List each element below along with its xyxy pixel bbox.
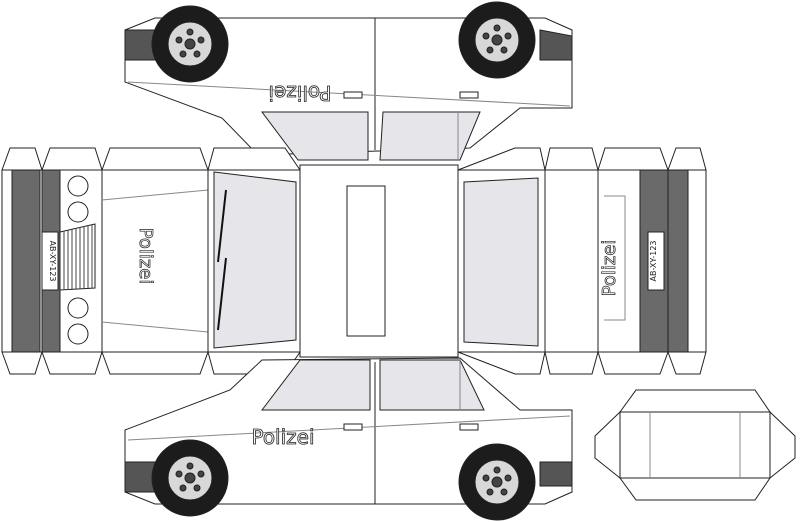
windshield bbox=[463, 177, 539, 347]
roof-panel bbox=[299, 164, 459, 358]
wheel bbox=[151, 439, 229, 517]
rear-window bbox=[213, 171, 297, 349]
wheel bbox=[151, 5, 229, 83]
side-panel-top bbox=[124, 17, 573, 161]
door-handle bbox=[343, 91, 363, 99]
roof-light-slot bbox=[346, 185, 386, 337]
decal-polizei: Polizei bbox=[251, 425, 314, 449]
license-plate-rear: AB-XY-123 bbox=[48, 240, 57, 281]
door-handle bbox=[459, 423, 479, 431]
rear-bumper-tabs bbox=[1, 147, 103, 375]
door-handle bbox=[343, 423, 363, 431]
decal-polizei: Polizei bbox=[135, 228, 156, 285]
rear-window-panel bbox=[207, 147, 301, 375]
wheel bbox=[458, 1, 536, 79]
base-box-net bbox=[594, 389, 796, 501]
rear-bumper-band bbox=[11, 169, 41, 353]
window-rear bbox=[261, 111, 369, 161]
window-front bbox=[379, 111, 481, 161]
window-front bbox=[379, 359, 485, 411]
wheel bbox=[458, 443, 536, 521]
front-bumper-panel bbox=[667, 147, 707, 375]
grille bbox=[59, 223, 96, 291]
window-rear bbox=[260, 359, 371, 411]
side-panel-bottom bbox=[124, 357, 573, 505]
decal-polizei: Polizei bbox=[268, 81, 331, 105]
trunk-panel bbox=[101, 147, 209, 375]
windshield-panel bbox=[457, 147, 546, 375]
decal-polizei: Polizei bbox=[599, 240, 620, 297]
license-plate-front: AB-XY-123 bbox=[649, 240, 658, 281]
door-handle bbox=[459, 91, 479, 99]
rear-lights bbox=[67, 175, 89, 345]
